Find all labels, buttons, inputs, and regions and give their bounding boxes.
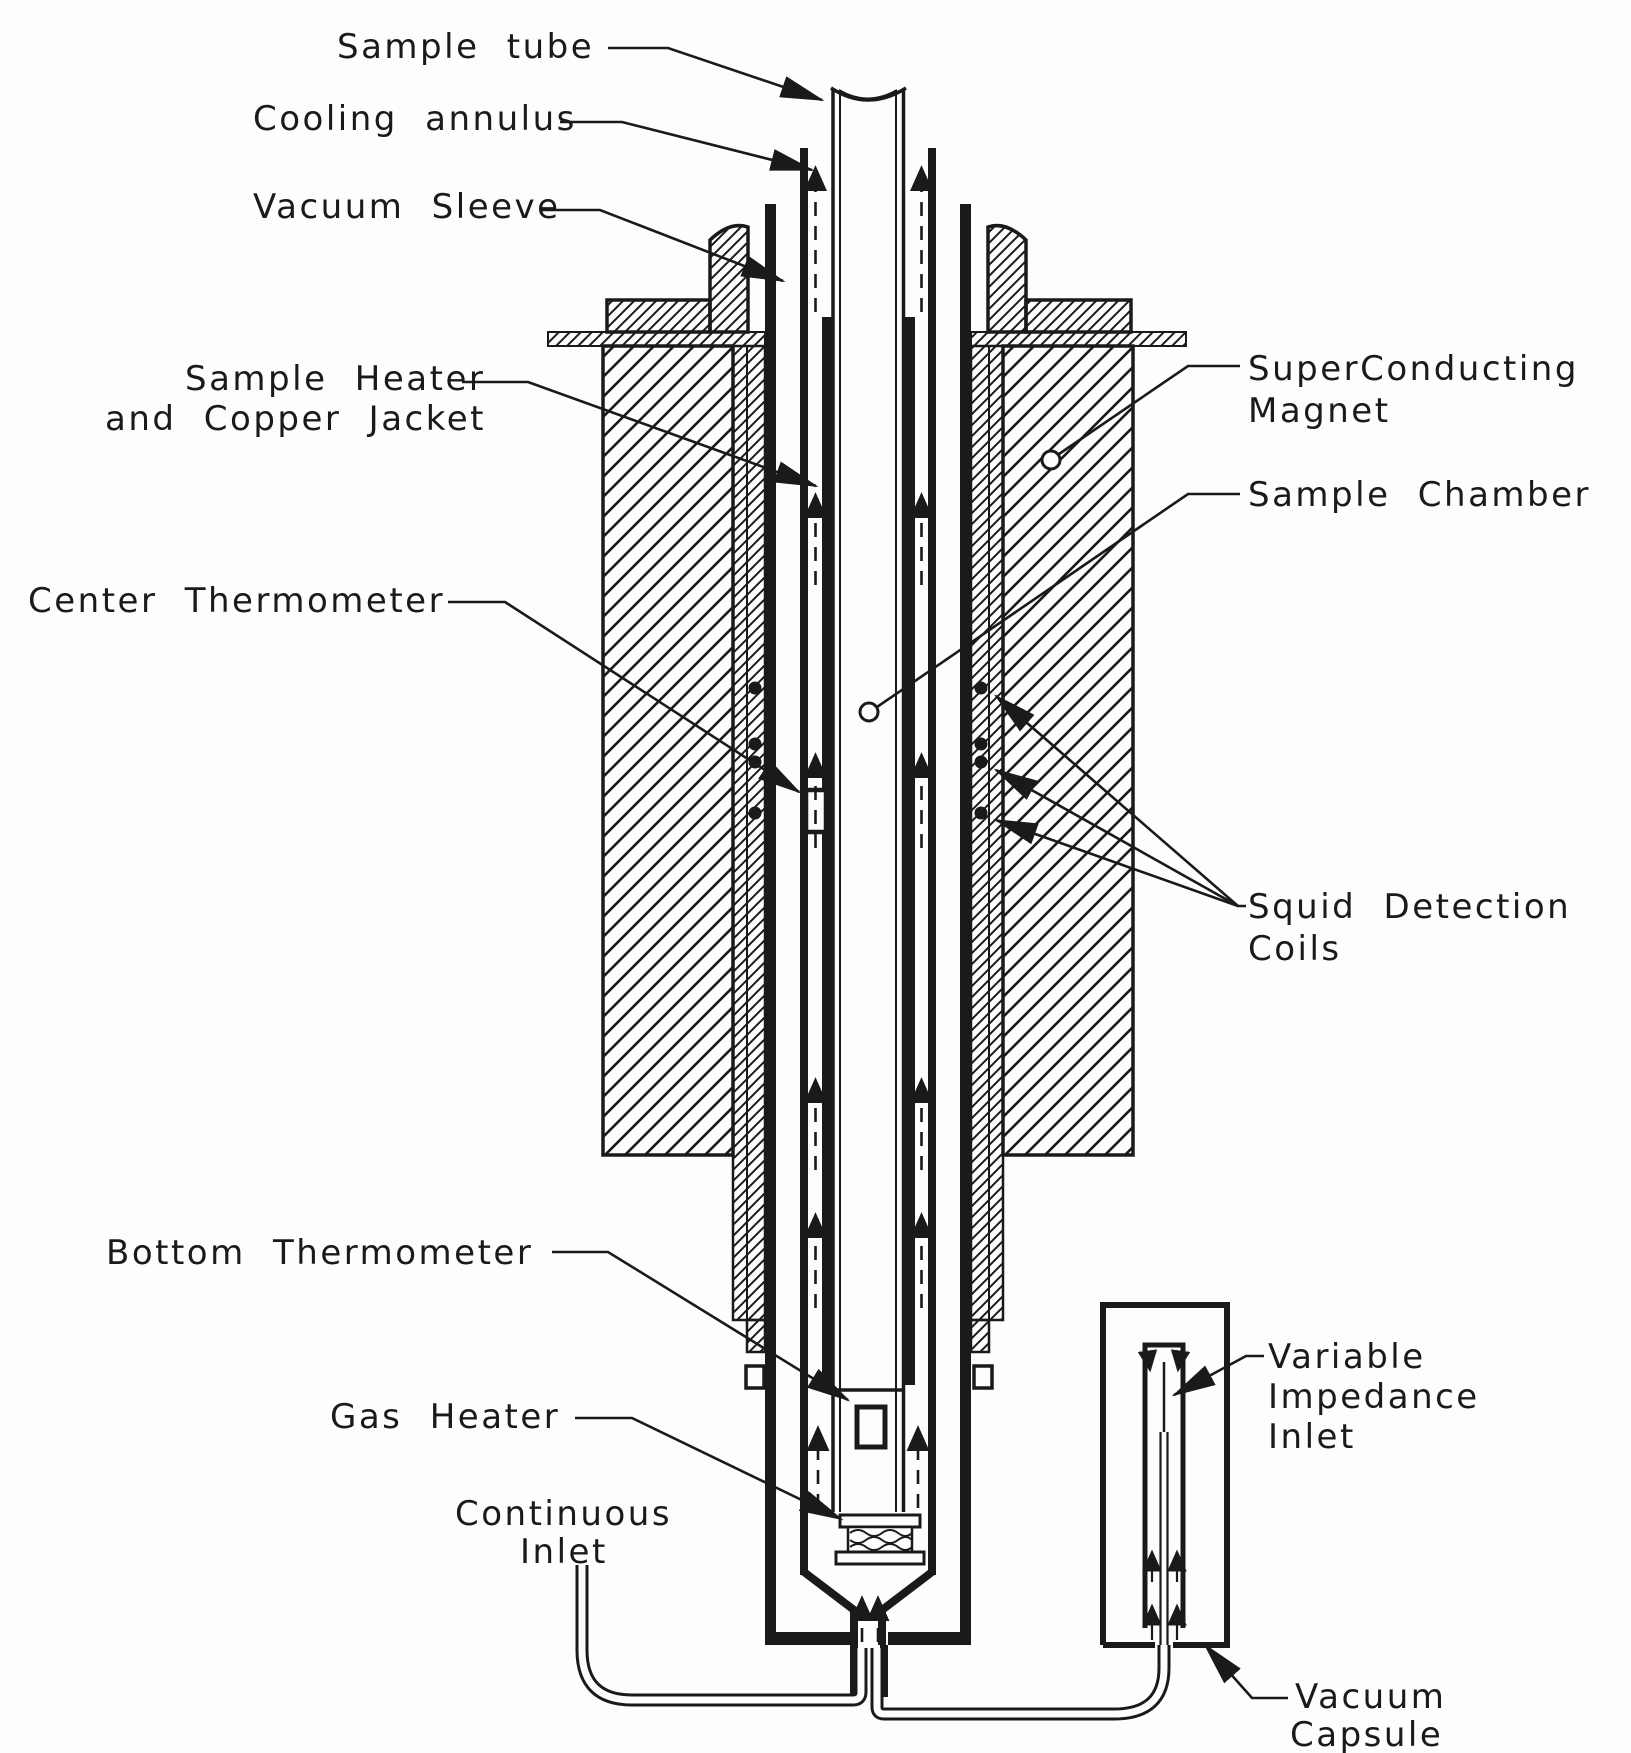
magnet-block-left xyxy=(601,344,735,1157)
mounting-plate-left xyxy=(547,331,766,347)
leader-cooling-annulus xyxy=(560,120,815,172)
labels: Sample tube Cooling annulus Vacuum Sleev… xyxy=(28,27,1591,1753)
gas-heater-shape xyxy=(834,1513,926,1566)
mounting-plate-right xyxy=(970,331,1187,347)
label-bottom-thermometer: Bottom Thermometer xyxy=(106,1233,533,1273)
leader-lines xyxy=(448,46,1288,1700)
leader-vacuum-sleeve xyxy=(540,208,786,283)
label-squid-1: Squid Detection xyxy=(1248,887,1571,927)
label-sample-heater-2: and Copper Jacket xyxy=(105,399,486,439)
squid-detection-coils-dots xyxy=(748,681,988,820)
gas-flow-arrows xyxy=(803,165,934,1642)
sample-tube-shape xyxy=(830,86,907,1512)
label-center-thermometer: Center Thermometer xyxy=(28,581,445,621)
label-continuous-inlet-1: Continuous xyxy=(455,1494,672,1534)
flow-curl-left xyxy=(1137,1349,1158,1373)
label-variable-impedance-1: Variable xyxy=(1268,1337,1426,1377)
leader-superconducting-magnet xyxy=(1058,364,1240,456)
leader-sample-tube xyxy=(608,46,825,102)
leader-center-thermometer xyxy=(448,600,802,794)
label-sample-chamber: Sample Chamber xyxy=(1248,475,1591,515)
leader-sample-heater xyxy=(462,380,819,488)
leader-sample-chamber xyxy=(876,492,1240,709)
label-cooling-annulus: Cooling annulus xyxy=(253,99,577,139)
magnet-leader-circle xyxy=(1040,449,1062,471)
leader-squid-3 xyxy=(993,818,1239,908)
label-superconducting-1: SuperConducting xyxy=(1248,349,1579,389)
sample-heater-copper-jacket xyxy=(822,317,915,1385)
leader-bottom-thermometer xyxy=(552,1250,851,1402)
label-gas-heater: Gas Heater xyxy=(330,1397,560,1437)
leader-gas-heater xyxy=(575,1416,844,1521)
bottom-thermometer-shape xyxy=(854,1404,888,1450)
top-flange xyxy=(547,223,1187,347)
impedance-inlet-tube xyxy=(870,1642,1171,1721)
label-sample-heater-1: Sample Heater xyxy=(185,359,485,399)
label-vacuum-sleeve: Vacuum Sleeve xyxy=(253,187,561,227)
label-squid-2: Coils xyxy=(1248,929,1342,969)
leader-squid-2 xyxy=(993,768,1239,908)
vacuum-capsule-shape xyxy=(1100,1302,1230,1648)
magnet-block-right xyxy=(1001,344,1135,1157)
leader-variable-impedance xyxy=(1171,1354,1264,1397)
label-sample-tube: Sample tube xyxy=(337,27,594,67)
leader-vacuum-capsule xyxy=(1203,1642,1288,1700)
label-variable-impedance-2: Impedance xyxy=(1268,1377,1480,1417)
superconducting-magnet-body xyxy=(601,344,1135,1157)
label-vacuum-capsule-1: Vacuum xyxy=(1295,1677,1446,1717)
vacuum-sleeve-walls xyxy=(765,204,971,1697)
label-vacuum-capsule-2: Capsule xyxy=(1290,1715,1443,1753)
chamber-leader-circle xyxy=(858,701,880,723)
label-superconducting-2: Magnet xyxy=(1248,391,1391,431)
continuous-inlet-tube xyxy=(575,1565,868,1707)
label-variable-impedance-3: Inlet xyxy=(1268,1417,1356,1457)
label-continuous-inlet-2: Inlet xyxy=(520,1532,608,1572)
